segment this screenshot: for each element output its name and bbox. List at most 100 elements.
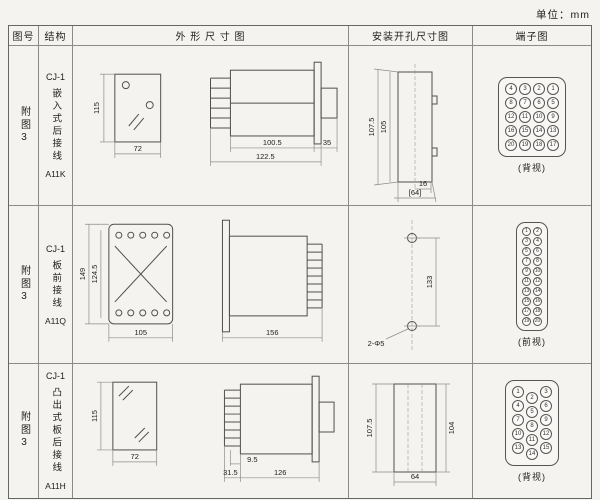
dim-inner-height: 124.5: [90, 264, 99, 283]
install-cell-row1: 107.5 105 16 [64]: [349, 46, 473, 206]
terminal-pin: 18: [533, 306, 542, 316]
terminal-pin: 15: [519, 125, 531, 137]
terminal-pin: 3: [519, 83, 531, 95]
terminal-pin: 16: [533, 296, 542, 306]
fig-no-label: 附图3: [18, 105, 30, 146]
terminal-pin: 8: [533, 256, 542, 266]
terminal-pin: 5: [547, 97, 559, 109]
terminal-pin: 7: [512, 413, 524, 426]
terminal-pin: 10: [533, 266, 542, 276]
dim-length: 156: [266, 327, 278, 336]
terminal-pin: 11: [526, 433, 538, 446]
header-terminal-diagram: 端子图: [473, 26, 591, 46]
outline-drawing-a11h: 115 72 9.5 31.5 126: [90, 375, 335, 482]
terminal-view-label: (背视): [518, 471, 546, 482]
dim-width: 105: [135, 327, 147, 336]
terminal-pin: 7: [522, 256, 531, 266]
model-code: A11K: [45, 169, 66, 179]
install-drawing-a11k: 107.5 105 16 [64]: [367, 63, 437, 202]
terminal-pin: 11: [519, 111, 531, 123]
header-outline-dims: 外 形 尺 寸 图: [73, 26, 349, 46]
fig-no-cell-row1: 附图3: [9, 46, 39, 206]
terminal-pin: 17: [547, 139, 559, 151]
terminal-pin: 4: [512, 399, 524, 412]
terminal-pin: 9: [540, 413, 552, 426]
structure-cell-row2: CJ-1 板前接线 A11Q: [39, 206, 73, 364]
model-label: CJ-1: [45, 371, 65, 382]
terminal-pin: 12: [505, 111, 517, 123]
install-drawing-a11h: 107.5 104 64: [365, 383, 456, 486]
terminal-pin: 10: [533, 111, 545, 123]
fig-no-cell-row3: 附图3: [9, 364, 39, 498]
terminal-pin: 15: [522, 296, 531, 306]
dim-height: 149: [78, 267, 87, 279]
dim-total-length: 122.5: [256, 151, 275, 160]
terminal-pin: 2: [533, 83, 545, 95]
terminal-pin: 19: [522, 316, 531, 326]
terminal-pin: 2: [533, 226, 542, 236]
terminal-pin: 5: [522, 246, 531, 256]
terminal-pin: 6: [540, 399, 552, 412]
terminal-view-label: (背视): [518, 163, 546, 173]
model-code: A11Q: [44, 315, 67, 326]
terminal-pin: 14: [526, 447, 538, 460]
terminal-pin: 4: [505, 83, 517, 95]
dim-height: 115: [90, 410, 99, 422]
terminal-pin: 13: [547, 125, 559, 137]
structure-desc: 板前接线: [50, 259, 62, 310]
terminal-pin: 1: [512, 385, 524, 398]
terminal-pin: 9: [547, 111, 559, 123]
terminal-pin: 16: [505, 125, 517, 137]
install-cell-row2: 133 2-Φ5: [349, 206, 473, 364]
terminal-pin: 12: [533, 276, 542, 286]
terminal-pin: 13: [522, 286, 531, 296]
terminal-pin: 15: [540, 441, 552, 454]
dim-cutout-width: 64: [410, 472, 418, 481]
structure-cell-row1: CJ-1 嵌入式后接线 A11K: [39, 46, 73, 206]
dim-cutout-inner: 104: [447, 422, 456, 435]
dim-cutout-outer: 107.5: [367, 117, 376, 136]
fig-no-cell-row2: 附图3: [9, 206, 39, 364]
terminal-pin: 8: [526, 419, 538, 432]
terminal-pin: 19: [519, 139, 531, 151]
terminal-pin: 6: [533, 97, 545, 109]
terminal-pin: 10: [512, 427, 524, 440]
terminal-pin: 8: [505, 97, 517, 109]
dim-small-width: 16: [418, 179, 426, 188]
unit-label: 单位：mm: [536, 9, 590, 21]
model-label: CJ-1: [45, 243, 65, 254]
dim-step: 31.5: [223, 468, 238, 477]
dimension-table: 图号 结构 外 形 尺 寸 图 安装开孔尺寸图 端子图 附图3 CJ-1 嵌入式…: [8, 25, 592, 499]
header-install-dims: 安装开孔尺寸图: [349, 26, 473, 46]
dim-height: 115: [92, 102, 101, 114]
fig-no-label: 附图3: [18, 411, 30, 451]
terminal-pin: 20: [533, 316, 542, 326]
hole-size-label: 2-Φ5: [367, 339, 384, 348]
terminal-pin: 12: [540, 427, 552, 440]
terminal-pin: 3: [522, 236, 531, 246]
dim-width: 72: [131, 452, 139, 461]
terminal-pin: 6: [533, 246, 542, 256]
terminal-pin: 2: [526, 391, 538, 404]
terminal-pin: 3: [540, 385, 552, 398]
dim-width: 72: [134, 143, 142, 152]
